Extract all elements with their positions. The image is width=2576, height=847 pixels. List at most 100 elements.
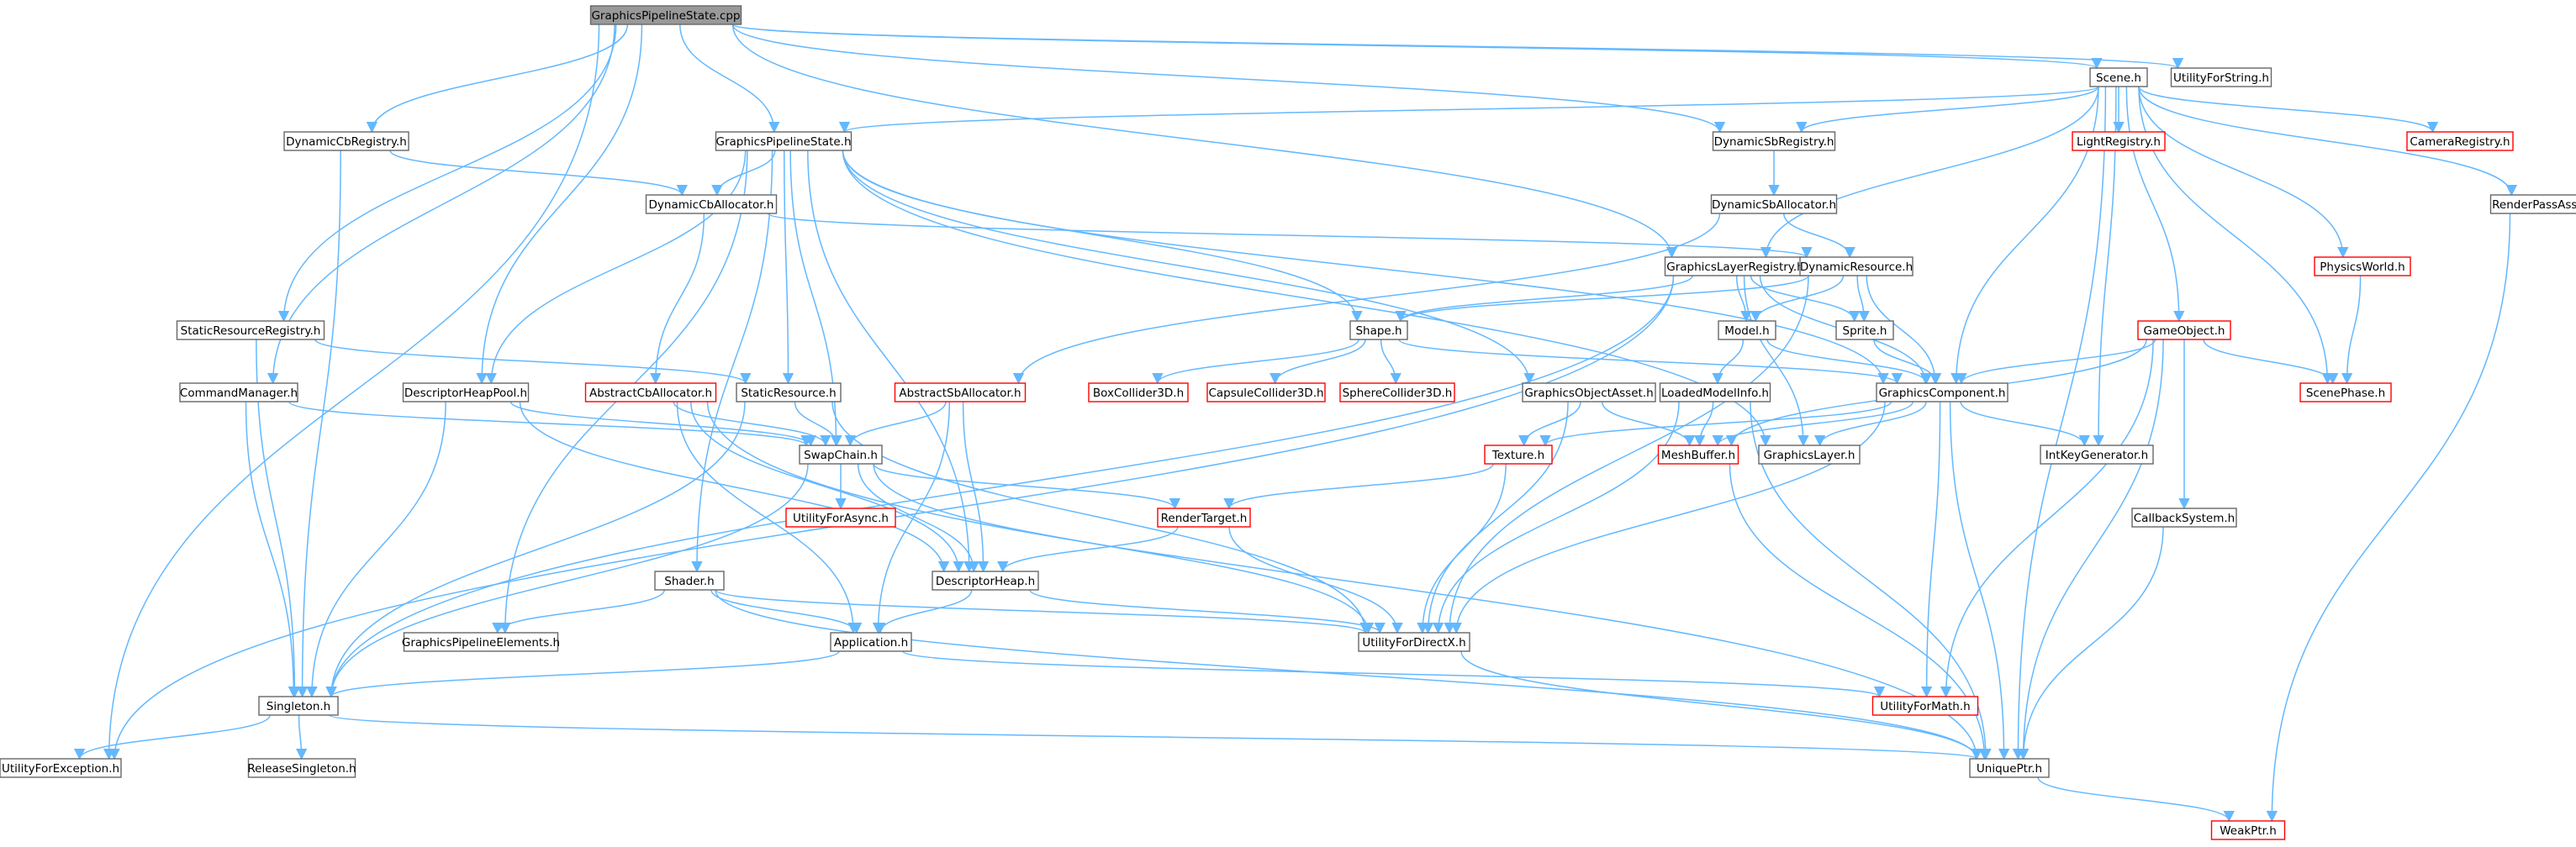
edge-uniqueptr-to-weakptr [2037,776,2235,823]
node-weakptr[interactable]: WeakPtr.h [2210,820,2286,840]
node-callback[interactable]: CallbackSystem.h [2131,508,2237,528]
node-dynres[interactable]: DynamicResource.h [1799,256,1914,276]
node-application[interactable]: Application.h [830,632,912,652]
node-sph3d[interactable]: SphereCollider3D.h [1339,382,1455,402]
node-gpelems[interactable]: GraphicsPipelineElements.h [402,632,560,652]
node-physworld[interactable]: PhysicsWorld.h [2314,256,2411,276]
node-ufordx[interactable]: UtilityForDirectX.h [1358,632,1470,652]
node-dhpool[interactable]: DescriptorHeapPool.h [402,382,530,402]
edge-gps_h-to-shape [842,150,1363,323]
node-box3d[interactable]: BoxCollider3D.h [1088,382,1189,402]
edge-gcomp-to-texture [1539,401,1892,447]
node-box [1206,382,1326,402]
node-lightreg[interactable]: LightRegistry.h [2072,131,2166,151]
edge-scene-to-gcomp [1950,86,2099,385]
node-label: DynamicSbRegistry.h [1714,135,1834,149]
node-label: StaticResourceRegistry.h [181,324,321,338]
node-texture[interactable]: Texture.h [1484,445,1553,465]
node-uforasync[interactable]: UtilityForAsync.h [785,508,896,528]
node-label: UtilityForMath.h [1880,700,1970,713]
node-rtarget[interactable]: RenderTarget.h [1157,508,1251,528]
node-box [1522,382,1656,402]
node-label: DynamicCbAllocator.h [649,198,774,212]
node-dheap[interactable]: DescriptorHeap.h [932,571,1039,591]
edge-dcbreg-to-dcballoc [389,150,688,197]
edge-scene-to-physworld [2138,86,2349,259]
node-relsingleton[interactable]: ReleaseSingleton.h [247,758,356,778]
node-uforexc[interactable]: UtilityForException.h [0,758,122,778]
edge-glreg-to-shape [1395,275,1693,323]
node-goasset[interactable]: GraphicsObjectAsset.h [1522,382,1656,402]
edge-gps_h-to-staticres [782,150,794,385]
node-box [584,382,717,402]
node-label: BoxCollider3D.h [1093,387,1184,400]
node-gps_h[interactable]: GraphicsPipelineState.h [715,131,853,151]
node-scene[interactable]: Scene.h [2089,67,2148,87]
edge-dynres-to-model [1750,275,1845,323]
node-camreg[interactable]: CameraRegistry.h [2406,131,2514,151]
node-gcomp[interactable]: GraphicsComponent.h [1876,382,2009,402]
edge-shape-to-cap3d [1270,339,1366,385]
node-cmdmgr[interactable]: CommandManager.h [179,382,298,402]
node-dsbreg[interactable]: DynamicSbRegistry.h [1712,131,1836,151]
node-gameobj[interactable]: GameObject.h [2137,320,2231,340]
edge-srreg-to-singleton [256,339,301,698]
node-model[interactable]: Model.h [1718,320,1776,340]
edge-dcballoc-to-dynres [767,213,1813,259]
node-scenephase[interactable]: ScenePhase.h [2299,382,2392,402]
edge-dynres-to-sprite [1856,275,1870,323]
edge-staticres-to-ufordx [831,401,1371,634]
node-shader[interactable]: Shader.h [654,571,725,591]
edge-gameobj-to-gcomp [1956,339,2156,385]
node-dsballoc[interactable]: DynamicSbAllocator.h [1710,194,1838,214]
node-box [1835,320,1894,340]
node-box [1718,320,1776,340]
node-uformath[interactable]: UtilityForMath.h [1871,696,1979,716]
node-label: MeshBuffer.h [1661,449,1735,462]
node-srreg[interactable]: StaticResourceRegistry.h [176,320,325,340]
edge-shader-to-uniqueptr [715,589,1982,760]
edge-rtarget-to-ufordx [1228,526,1403,634]
edge-gameobj-to-uformath [1940,339,2154,698]
node-lminfo[interactable]: LoadedModelInfo.h [1659,382,1771,402]
node-dcballoc[interactable]: DynamicCbAllocator.h [645,194,778,214]
edge-cmdmgr-to-swapchain [288,401,812,447]
node-cap3d[interactable]: CapsuleCollider3D.h [1206,382,1326,402]
node-dcbreg[interactable]: DynamicCbRegistry.h [283,131,409,151]
node-box [2040,445,2154,465]
node-box [1710,194,1838,214]
node-box [2210,820,2286,840]
edge-gps_cpp-to-uforexc [103,24,600,760]
node-box [894,382,1027,402]
node-meshbuf[interactable]: MeshBuffer.h [1657,445,1739,465]
edge-staticres-to-swapchain [794,401,842,447]
node-sprite[interactable]: Sprite.h [1835,320,1894,340]
edge-dynres-to-ufordx [1444,275,1809,634]
node-uforstring[interactable]: UtilityForString.h [2170,67,2272,87]
node-asballoc[interactable]: AbstractSbAllocator.h [894,382,1027,402]
dependency-edges [73,24,2518,823]
node-label: AbstractSbAllocator.h [899,387,1021,400]
edge-gcomp-to-intkey [1960,401,2090,447]
node-label: PhysicsWorld.h [2320,260,2404,274]
node-glreg[interactable]: GraphicsLayerRegistry.h [1664,256,1807,276]
node-label: CameraRegistry.h [2410,135,2510,149]
node-acballoc[interactable]: AbstractCbAllocator.h [584,382,717,402]
node-glayer[interactable]: GraphicsLayer.h [1758,445,1861,465]
node-rpasset[interactable]: RenderPassAsset.h [2489,194,2576,214]
node-box [2489,194,2576,214]
node-gps_cpp[interactable]: GraphicsPipelineState.cpp [589,5,742,25]
node-singleton[interactable]: Singleton.h [258,696,339,716]
node-swapchain[interactable]: SwapChain.h [799,445,883,465]
edge-model-to-gcomp [1766,339,1933,385]
node-box [258,696,339,716]
node-intkey[interactable]: IntKeyGenerator.h [2040,445,2154,465]
node-label: DynamicCbRegistry.h [286,135,407,149]
edge-gcomp-to-uformath [1920,401,1941,698]
node-uniqueptr[interactable]: UniquePtr.h [1969,758,2050,778]
node-shape[interactable]: Shape.h [1349,320,1408,340]
edge-dheap-to-application [874,589,973,634]
node-label: Texture.h [1491,449,1544,462]
node-staticres[interactable]: StaticResource.h [736,382,842,402]
